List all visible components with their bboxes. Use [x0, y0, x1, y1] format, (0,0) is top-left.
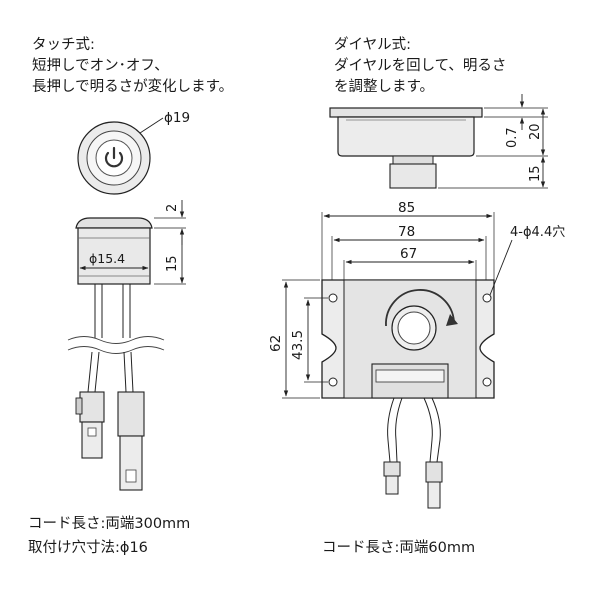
- dial-height-holes: 43.5: [290, 330, 306, 360]
- dial-front-view: 85 78 67: [268, 200, 565, 399]
- touch-desc-line1: 短押しでオン･オフ、: [32, 58, 169, 74]
- dial-title: ダイヤル式:: [334, 37, 411, 53]
- dial-side-view: 0.7 20 15: [329, 94, 548, 189]
- dial-body-height: 20: [528, 123, 543, 140]
- dial-cables: [383, 397, 443, 509]
- touch-body-height: 15: [165, 255, 180, 272]
- touch-side-view: ϕ15.4 2 15: [75, 200, 186, 285]
- dial-plate-thickness: 0.7: [505, 127, 520, 148]
- dial-holes-spec: 4-ϕ4.4穴: [510, 225, 565, 240]
- touch-title: タッチ式:: [32, 37, 95, 53]
- touch-desc-line2: 長押しで明るさが変化します。: [32, 79, 234, 95]
- dial-height-overall: 62: [268, 335, 284, 352]
- touch-mount-hole: 取付け穴寸法:ϕ16: [28, 540, 148, 556]
- power-icon: [104, 146, 124, 168]
- touch-head-diameter: ϕ19: [164, 110, 190, 126]
- dial-knob-icon: [385, 289, 458, 351]
- touch-body-diameter: ϕ15.4: [89, 251, 125, 266]
- mounting-holes: [328, 293, 492, 387]
- touch-cord-length: コード長さ:両端300mm: [28, 516, 191, 532]
- touch-cables: [67, 284, 165, 491]
- dial-width-overall: 85: [398, 200, 415, 216]
- dial-desc-line1: ダイヤルを回して、明るさ: [334, 58, 507, 74]
- touch-head-thickness: 2: [165, 204, 180, 212]
- dial-width-holes: 78: [398, 224, 415, 240]
- dial-knob-height: 15: [528, 165, 543, 182]
- dial-cord-length: コード長さ:両端60mm: [322, 540, 476, 556]
- dial-desc-line2: を調整します。: [334, 79, 435, 95]
- touch-front-view: ϕ19: [77, 110, 190, 195]
- dial-width-body: 67: [400, 246, 417, 262]
